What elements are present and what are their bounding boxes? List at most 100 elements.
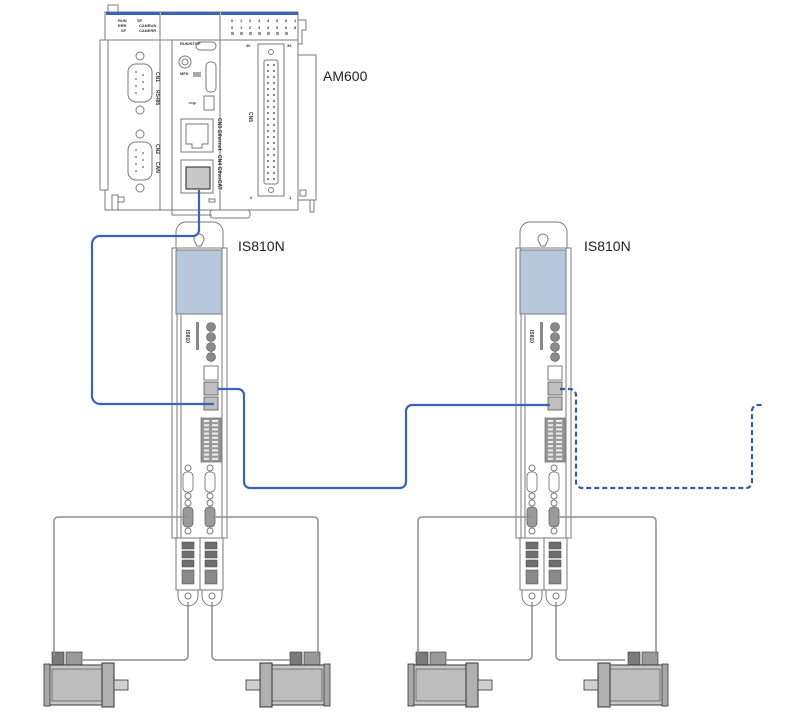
drive-power-terminal[interactable] [181,550,195,559]
drive-encoder-connector[interactable] [204,471,216,493]
drive-rj45-port[interactable] [547,365,563,381]
drive-power-terminal[interactable] [204,541,218,550]
cn5-pin [273,82,275,84]
io-foot [309,199,315,213]
drive-encoder-connector[interactable] [526,471,538,493]
cn5-pin [273,172,275,174]
cn5-pin [267,88,269,90]
cn4-ethercat-port[interactable]: CN4 EtherCAT [180,155,222,194]
cn5-pin-40: 40 [246,43,251,48]
cn5-pin [267,118,269,120]
drive-power-terminal[interactable] [181,559,195,568]
am600-controller: RUN SF ERR CANRUN SF CANERR 0 1 2 3 4 5 … [99,4,368,219]
drive-io-pin [556,432,562,435]
drive-rotary-switch[interactable] [550,322,560,332]
drive-rotary-switch[interactable] [206,342,216,352]
usb-icon: ⇁ [188,98,196,109]
cn5-pin [273,136,275,138]
motor-flange [597,662,611,708]
drive-io-pin [556,428,562,431]
side-rail [99,39,109,191]
drive-encoder-connector[interactable] [548,471,560,493]
ethercat-cables [90,190,764,490]
drive-db-screw [184,499,192,507]
drive-power-terminal[interactable] [548,569,562,585]
drive-power-terminal[interactable] [525,569,539,585]
drive-power-terminal[interactable] [525,541,539,550]
drive-ethercat-in-port[interactable] [547,381,563,396]
cn5-pin-39: 39 [287,43,292,48]
motor-rear-cap [661,663,669,707]
drive-power-terminal[interactable] [548,550,562,559]
sd-card-slot[interactable] [205,61,217,93]
drive-ground-screw [552,592,560,600]
cn5-io-connector[interactable]: 40 39 CN5 2 1 [246,43,292,200]
led-err: ERR [118,23,127,28]
drive-io-pin [548,449,553,452]
cn5-pin [267,142,269,144]
drive-ethercat-in-port[interactable] [203,381,219,396]
led-run: RUN [118,18,127,23]
drive-db-screw [550,499,558,507]
drive-encoder-connector[interactable] [182,471,194,493]
io-num: 5 [276,18,279,23]
cn3-ethernet-port[interactable]: CN3 Ethernet [180,118,222,153]
power-cable-2 [211,602,290,661]
drive-io-pin [204,441,209,443]
drive-mount-tab [519,221,568,248]
mfk-button[interactable] [178,55,192,69]
ethercat-cable-drive1-to-drive2 [218,387,550,490]
drive-rj45-port[interactable] [203,365,219,381]
drive-indicator-leds [540,322,543,350]
drive-power-terminal[interactable] [204,550,218,559]
cpu-module-top-bar [161,12,220,15]
motor-shaft [113,679,129,691]
drive-power-terminal[interactable] [525,559,539,568]
run-stop-switch[interactable] [195,41,217,51]
cn2-can-port[interactable]: CN2 CAN [127,129,160,193]
motor-power-connector [65,651,83,666]
drive-power-terminal[interactable] [548,559,562,568]
drive-ground-screw [208,592,216,600]
power-module-top-bar [106,12,160,15]
drive-model-side-text: IS810 [528,330,534,343]
motor-encoder-connector [627,651,641,666]
power-cable-1 [80,602,189,661]
drive-rotary-switch[interactable] [550,332,560,342]
drive-power-terminal[interactable] [548,541,562,550]
drive-model-side-text: IS810 [184,330,190,343]
drive-ethercat-out-port[interactable] [547,396,563,411]
cn5-pin [267,130,269,132]
encoder-cable-3 [417,516,532,656]
drive-io-pin [548,457,553,460]
io-num: 0 [231,25,234,30]
drive-front-panel [175,249,223,315]
drive-db-screw [528,464,536,472]
cn5-pin [273,148,275,150]
power-module [104,11,161,211]
am600-label: AM600 [323,68,368,84]
drive-io-pin [212,424,218,427]
encoder-cable-4 [556,516,657,656]
drive-io-pin [204,436,209,439]
drive-rotary-switch[interactable] [206,352,216,362]
drive-power-terminal[interactable] [204,569,218,585]
cn1-rs485-port[interactable]: CN1 RS485 [127,51,160,115]
drive-power-terminal[interactable] [181,569,195,585]
cn5-pin [267,136,269,138]
drive-db-screw [206,464,214,472]
usb-port[interactable] [203,95,215,111]
io-module [219,11,299,211]
io-num: 1 [240,18,243,23]
cn5-pin [267,112,269,114]
drive-rotary-switch[interactable] [206,332,216,342]
drive-power-terminal[interactable] [181,541,195,550]
drive-rotary-switch[interactable] [206,322,216,332]
drive-power-terminal[interactable] [204,559,218,568]
drive-rotary-switch[interactable] [550,342,560,352]
drive-rotary-switch[interactable] [550,352,560,362]
drive-power-terminal[interactable] [525,550,539,559]
servo-motor-1 [43,651,129,708]
cn3-label: CN3 [216,118,222,128]
drive-io-pin [204,432,209,435]
